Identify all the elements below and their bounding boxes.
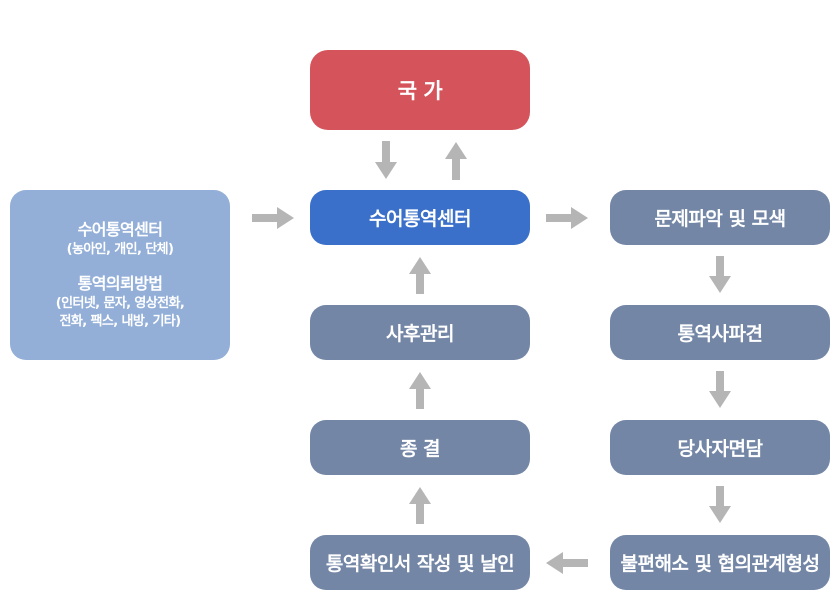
- arrow-right-request-to-center: [252, 207, 294, 229]
- state-label: 국 가: [397, 79, 443, 103]
- step-label: 사후관리: [386, 323, 454, 345]
- request-title-1: 수어통역센터: [77, 220, 163, 239]
- arrow-up-left-2: [409, 372, 431, 409]
- request-sub-2a: (인터넷, 문자, 영상전화,: [55, 296, 185, 311]
- step-confirmation: 통역확인서 작성 및 날인: [310, 535, 530, 590]
- request-box: 수어통역센터 (농아인, 개인, 단체) 통역의뢰방법 (인터넷, 문자, 영상…: [10, 190, 230, 360]
- arrow-down-state-to-center: [375, 141, 397, 179]
- step-label: 종 결: [399, 438, 441, 460]
- request-sub-1: (농아인, 개인, 단체): [66, 242, 174, 257]
- step-label: 통역확인서 작성 및 날인: [325, 553, 515, 575]
- step-label: 불편해소 및 협의관계형성: [620, 553, 820, 575]
- step-label: 문제파악 및 모색: [654, 208, 786, 230]
- step-follow-up: 사후관리: [310, 305, 530, 360]
- center-label: 수어통역센터: [369, 208, 471, 230]
- arrow-up-left-1: [409, 487, 431, 524]
- arrow-left-bottom: [546, 552, 588, 574]
- arrow-down-right-1: [709, 256, 731, 293]
- step-closure: 종 결: [310, 420, 530, 475]
- arrow-right-center-to-problem: [546, 207, 588, 229]
- arrow-up-left-3: [409, 257, 431, 294]
- state-box: 국 가: [310, 50, 530, 130]
- request-sub-2b: 전화, 팩스, 내방, 기타): [59, 314, 181, 329]
- step-resolution: 불편해소 및 협의관계형성: [610, 535, 830, 590]
- step-problem-identification: 문제파악 및 모색: [610, 190, 830, 245]
- arrow-down-right-3: [709, 486, 731, 523]
- request-title-2: 통역의뢰방법: [77, 274, 163, 293]
- step-party-interview: 당사자면담: [610, 420, 830, 475]
- arrow-down-right-2: [709, 371, 731, 408]
- step-interpreter-dispatch: 통역사파견: [610, 305, 830, 360]
- step-label: 당사자면담: [677, 438, 763, 460]
- step-label: 통역사파견: [677, 323, 763, 345]
- center-box: 수어통역센터: [310, 190, 530, 245]
- arrow-up-center-to-state: [445, 142, 467, 180]
